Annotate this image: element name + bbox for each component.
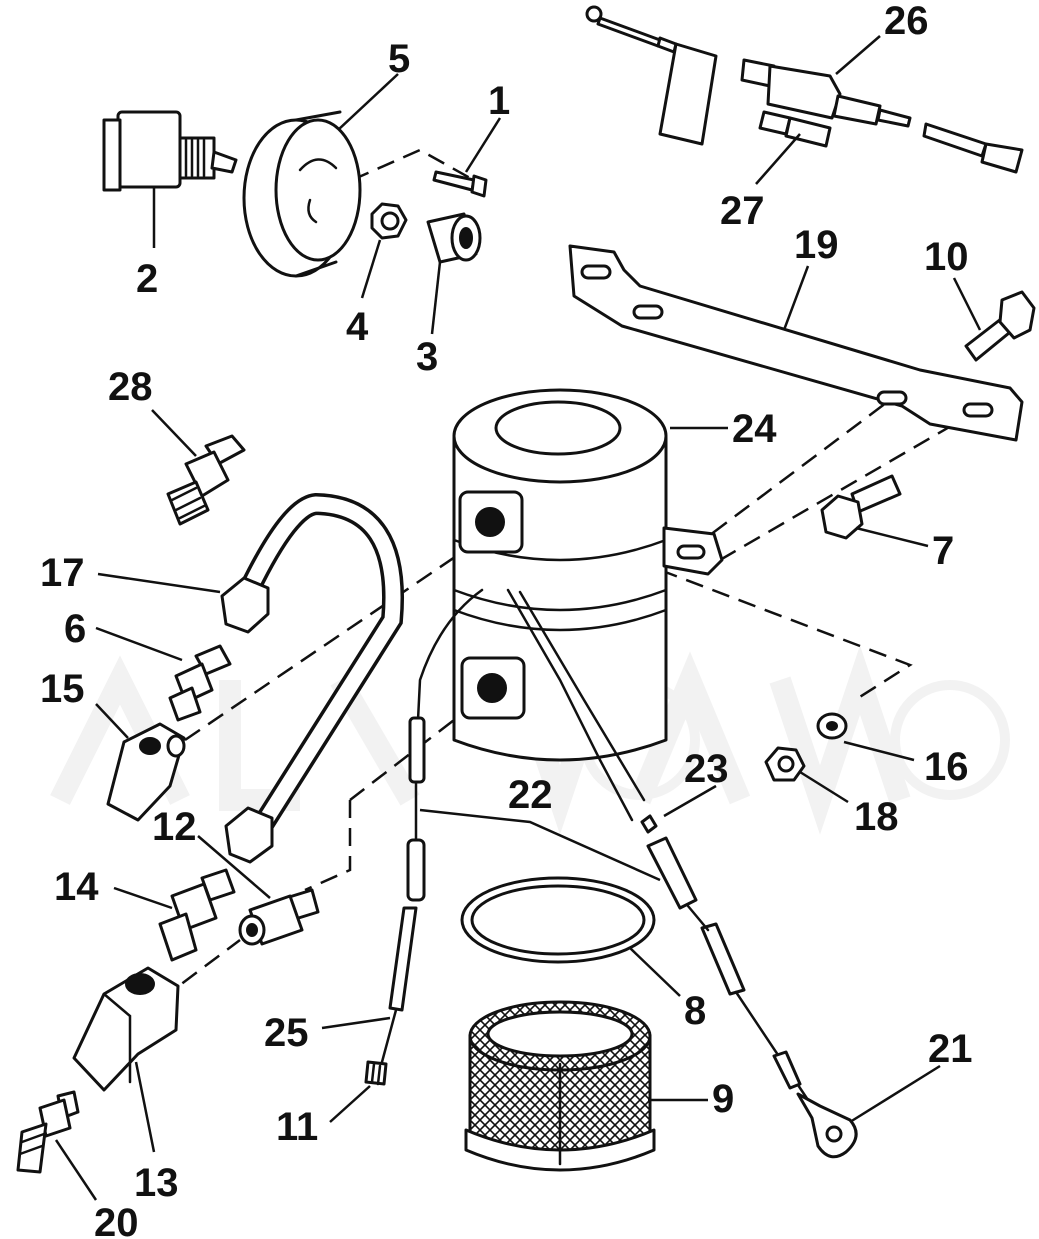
callout-22: 22	[508, 773, 553, 817]
callout-28: 28	[108, 365, 153, 409]
callout-13: 13	[134, 1161, 179, 1205]
tee-block-13	[72, 966, 180, 1092]
bolt	[820, 474, 902, 540]
callout-16: 16	[924, 745, 969, 789]
callout-12: 12	[152, 805, 197, 849]
callout-5: 5	[388, 37, 410, 81]
callout-26: 26	[884, 0, 929, 43]
sleeve	[426, 212, 482, 264]
filter-screen	[464, 1000, 656, 1172]
locknut	[764, 746, 806, 782]
o-ring	[460, 876, 656, 964]
barbed-fitting	[16, 1090, 80, 1174]
fuse-holder	[585, 5, 1024, 174]
fitting-28	[166, 434, 246, 526]
fitting-14	[158, 868, 236, 962]
callout-14: 14	[54, 865, 99, 909]
nut	[370, 202, 408, 240]
callouts: 1 2 3 4 5 6 7 8 9 10 11 12 13 14 15 16 1…	[40, 0, 973, 1239]
callout-17: 17	[40, 551, 85, 595]
callout-18: 18	[854, 795, 899, 839]
screw	[432, 170, 488, 198]
callout-2: 2	[136, 257, 158, 301]
callout-21: 21	[928, 1027, 973, 1071]
bracket	[568, 244, 1024, 442]
tee-block-15	[106, 722, 186, 822]
callout-3: 3	[416, 335, 438, 379]
callout-23: 23	[684, 747, 729, 791]
callout-4: 4	[346, 305, 369, 349]
callout-10: 10	[924, 235, 969, 279]
fitting-6	[168, 644, 232, 722]
callout-9: 9	[712, 1077, 734, 1121]
ring-terminal	[796, 1092, 858, 1159]
wire-harness	[406, 588, 814, 1108]
callout-20: 20	[94, 1201, 139, 1239]
callout-27: 27	[720, 189, 765, 233]
bolt-with-nut	[964, 290, 1036, 362]
gauge	[242, 110, 362, 278]
fuel-line	[220, 492, 404, 864]
leader-lines	[54, 35, 982, 1201]
fitting-12	[238, 888, 320, 946]
callout-15: 15	[40, 667, 85, 711]
callout-7: 7	[932, 529, 954, 573]
callout-19: 19	[794, 223, 839, 267]
callout-24: 24	[732, 407, 777, 451]
callout-6: 6	[64, 607, 86, 651]
callout-1: 1	[488, 79, 510, 123]
toggle-switch	[102, 110, 238, 192]
callout-8: 8	[684, 989, 706, 1033]
callout-11: 11	[276, 1105, 318, 1149]
wire-lead	[364, 906, 418, 1086]
washer	[816, 712, 848, 740]
callout-25: 25	[264, 1011, 309, 1055]
fuel-pump	[452, 388, 724, 762]
